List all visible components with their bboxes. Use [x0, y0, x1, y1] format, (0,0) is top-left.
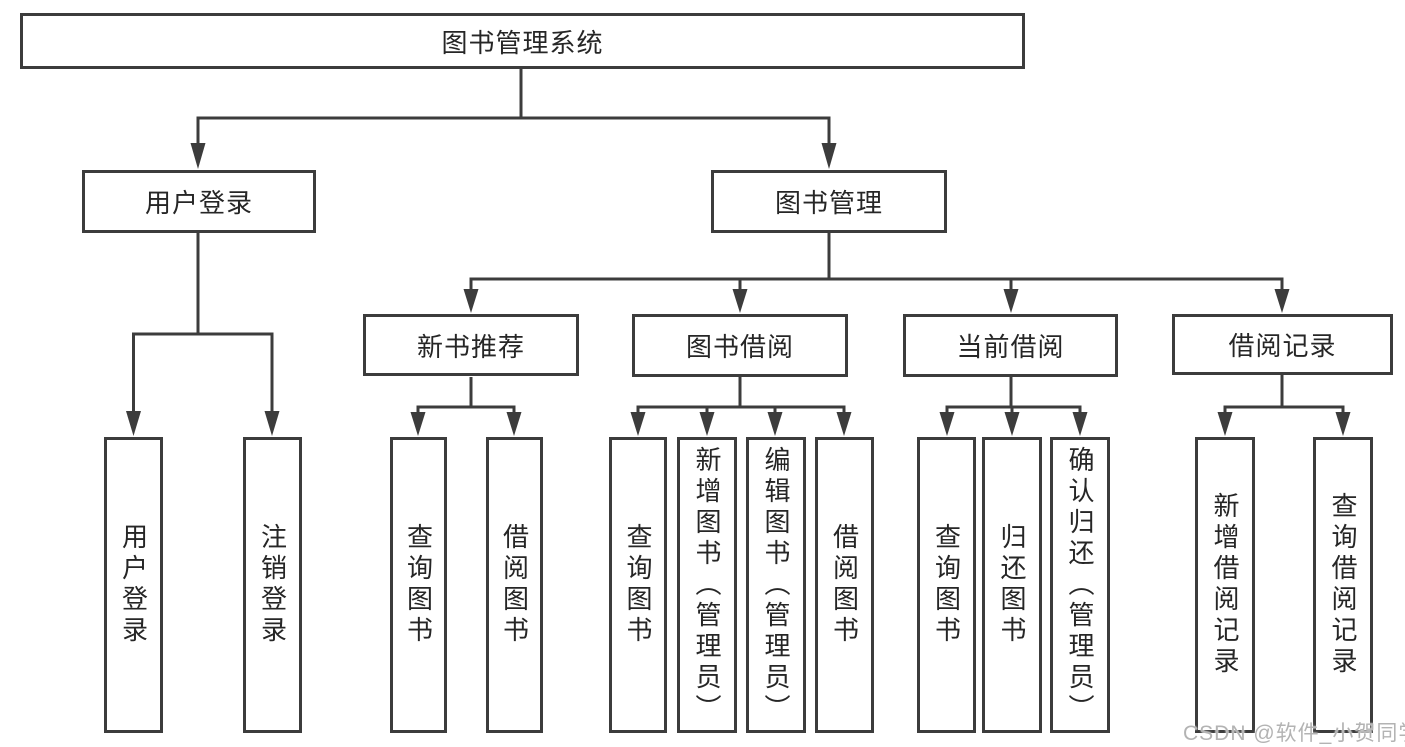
leaf-record-add-borrow-record: 新增借阅记录 — [1195, 437, 1255, 733]
leaf-borrow-add-books-admin-label: 新增图书（管理员） — [692, 445, 722, 725]
leaf-borrow-query-books: 查询图书 — [609, 437, 667, 733]
node-current-borrow: 当前借阅 — [903, 314, 1118, 377]
csdn-watermark: CSDN @软件_小贺同学 — [1183, 722, 1405, 745]
leaf-borrow-edit-books-admin: 编辑图书（管理员） — [746, 437, 806, 733]
leaf-recommend-borrow-books-label: 借阅图书 — [499, 523, 530, 647]
leaf-borrow-edit-books-admin-label: 编辑图书（管理员） — [761, 445, 791, 725]
leaf-current-query-books-label: 查询图书 — [931, 523, 962, 647]
leaf-record-add-borrow-record-label: 新增借阅记录 — [1210, 492, 1240, 678]
leaf-current-query-books: 查询图书 — [917, 437, 976, 733]
leaf-record-query-borrow-record: 查询借阅记录 — [1313, 437, 1373, 733]
node-root: 图书管理系统 — [20, 13, 1025, 69]
node-new-book-recommend: 新书推荐 — [363, 314, 579, 376]
node-user-login-label: 用户登录 — [144, 188, 253, 218]
node-borrow-record-label: 借阅记录 — [1228, 331, 1337, 361]
leaf-recommend-borrow-books: 借阅图书 — [486, 437, 543, 733]
leaf-borrow-query-books-label: 查询图书 — [623, 523, 653, 647]
leaf-user-login: 用户登录 — [104, 437, 163, 733]
leaf-recommend-query-books: 查询图书 — [390, 437, 447, 733]
leaf-current-return-books-label: 归还图书 — [997, 523, 1027, 647]
arrowheads — [126, 143, 1351, 436]
leaf-user-login-label: 用户登录 — [118, 523, 149, 647]
leaf-logout-label: 注销登录 — [257, 523, 288, 647]
leaf-current-return-books: 归还图书 — [982, 437, 1042, 733]
leaf-borrow-borrow-books: 借阅图书 — [815, 437, 874, 733]
node-root-label: 图书管理系统 — [441, 27, 604, 58]
node-book-borrow-label: 图书借阅 — [685, 332, 794, 362]
node-current-borrow-label: 当前借阅 — [956, 332, 1065, 362]
leaf-recommend-query-books-label: 查询图书 — [403, 523, 434, 647]
leaf-borrow-add-books-admin: 新增图书（管理员） — [677, 437, 737, 733]
leaf-logout: 注销登录 — [243, 437, 302, 733]
node-new-book-recommend-label: 新书推荐 — [416, 331, 525, 362]
node-book-management: 图书管理 — [711, 170, 947, 233]
node-borrow-record: 借阅记录 — [1172, 314, 1393, 375]
leaf-current-confirm-return-admin-label: 确认归还（管理员） — [1065, 445, 1095, 725]
leaf-borrow-borrow-books-label: 借阅图书 — [829, 523, 860, 647]
node-book-borrow: 图书借阅 — [632, 314, 848, 377]
leaf-current-confirm-return-admin: 确认归还（管理员） — [1050, 437, 1110, 733]
node-book-management-label: 图书管理 — [774, 188, 883, 218]
leaf-record-query-borrow-record-label: 查询借阅记录 — [1328, 492, 1358, 678]
node-user-login: 用户登录 — [82, 170, 316, 233]
